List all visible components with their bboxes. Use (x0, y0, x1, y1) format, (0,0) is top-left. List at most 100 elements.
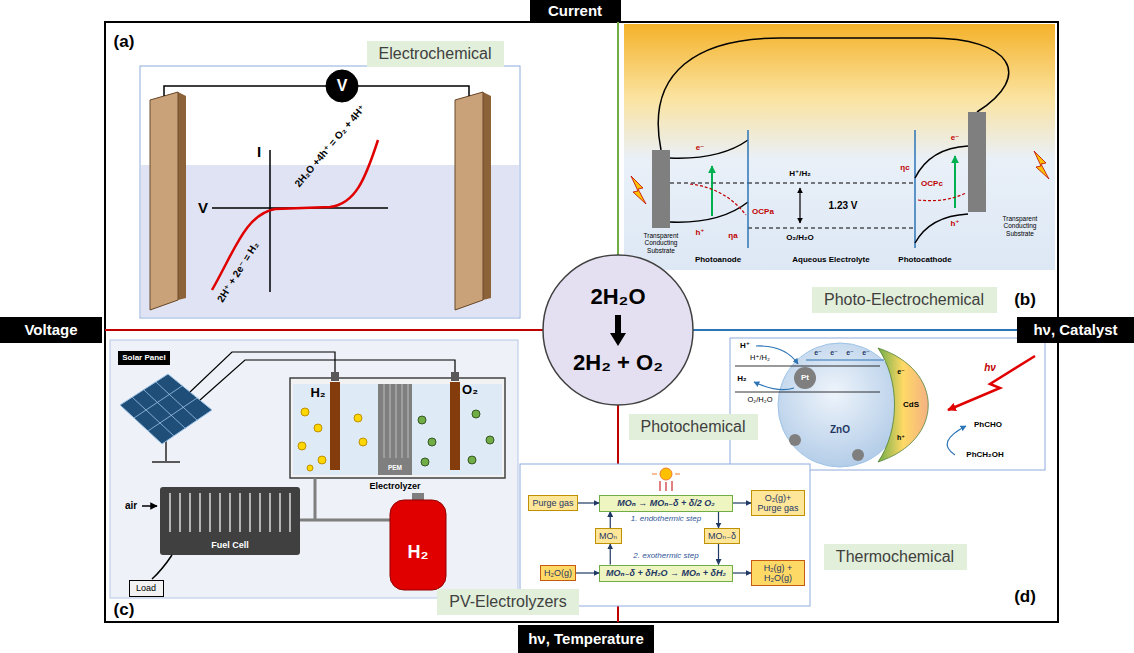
photocatalyst-part (794, 367, 816, 389)
electrochemical-cell-part (455, 92, 491, 310)
oxygen-bubbles (418, 410, 494, 466)
band-diagram-part (748, 130, 915, 248)
electrolyte-label: Aqueous Electrolyte (792, 255, 869, 264)
cocatalyst-label: Pt (801, 373, 809, 382)
meter-outline (326, 70, 358, 102)
method-label: Electrochemical (367, 41, 504, 67)
thermochemical-cycle (520, 464, 810, 606)
band-diagram-part (799, 188, 800, 223)
redox-level-label: O₂/H₂O (748, 396, 773, 405)
method-label: Photochemical (629, 414, 758, 440)
overpotential-label: ηc (900, 163, 909, 172)
pv-electrolyzer-system-part (290, 378, 505, 478)
figure-frame (105, 22, 1058, 622)
node-text: V (337, 77, 348, 95)
flow-arrow (733, 502, 751, 503)
pv-electrolyzer-system-part (142, 505, 157, 507)
pv-electrolyzer-system-part (331, 372, 339, 381)
pv-electrolyzer-system-part (451, 372, 459, 381)
hydrogen-bubbles-part (298, 442, 306, 450)
node-text: Photochemical (641, 418, 746, 436)
axis-tag: hν, Temperature (518, 625, 654, 653)
carrier-label: e⁻ (862, 349, 870, 357)
inlet-label: air (125, 500, 137, 512)
photocatalyst-part (948, 356, 1035, 410)
flow-arrow (718, 512, 719, 529)
electrode-label: Photocathode (898, 255, 951, 264)
band-diagram-part (670, 140, 748, 222)
electrochemical-cell-part (150, 92, 178, 310)
band-diagram-part (954, 156, 956, 208)
panel-letter: (b) (1014, 290, 1036, 310)
flow-arrow (733, 572, 751, 573)
thermochemical-cycle-part (520, 464, 810, 606)
pv-electrolyzer-system (110, 340, 518, 598)
electrode-label: Photoanode (695, 255, 741, 264)
figure-frame-part (617, 22, 619, 256)
step-label: 1. endothermic step (631, 514, 701, 523)
gas-box: Purge gas (528, 495, 578, 511)
light-label: hν (984, 362, 996, 374)
band-diagram-part (624, 24, 1055, 270)
gas-label: H₂ (310, 386, 325, 401)
overpotential-label: ηa (728, 231, 737, 240)
material-label: ZnO (830, 424, 850, 436)
voltmeter: V (325, 69, 359, 103)
panel-letter: (a) (114, 32, 135, 52)
substrate-label: Transparent Conducting Substrate (995, 215, 1045, 237)
node-text: Purge gas (532, 498, 574, 508)
gas-box: H₂(g) + H₂O(g) (751, 560, 805, 586)
flow-arrow (718, 544, 719, 565)
hydrogen-bubbles-part (354, 414, 362, 422)
method-label: Thermochemical (824, 544, 967, 570)
node-text: Electrochemical (379, 45, 492, 63)
node-text: Current (548, 1, 603, 21)
electrochemical-cell (140, 66, 520, 318)
photocatalyst-part (852, 449, 864, 461)
species-label: H⁺ (740, 341, 750, 350)
band-diagram-part (658, 38, 1008, 150)
hydrogen-bubbles-part (301, 408, 309, 416)
device-label: Fuel Cell (211, 540, 249, 550)
band-diagram (624, 24, 1055, 270)
reaction-circle: 2H₂O2H₂ + O₂ (542, 254, 694, 406)
figure-frame-part (692, 329, 1058, 331)
pv-electrolyzer-system-part (110, 340, 518, 598)
band-diagram-part (711, 166, 713, 216)
tank-label: H₂ (408, 542, 429, 563)
photocatalyst (730, 338, 1045, 470)
hydrogen-bubbles-part (359, 438, 367, 446)
node-text: PV-Electrolyzers (449, 593, 567, 611)
photocatalyst-part (806, 359, 884, 360)
species-label: H₂ (737, 374, 746, 383)
photocatalyst-part (754, 382, 794, 390)
hydrogen-bubbles (298, 408, 367, 471)
potential-label: OCPc (921, 179, 943, 188)
axis-tag: Current (530, 0, 621, 22)
carrier-label: e⁻ (951, 133, 960, 142)
panel-letter: (c) (114, 600, 135, 620)
carrier-label: h⁺ (950, 219, 959, 228)
voltage-label: 1.23 V (829, 200, 858, 212)
carrier-label: h⁺ (695, 228, 704, 237)
gas-box: H₂O(g) (540, 565, 576, 581)
oxygen-bubbles-part (428, 438, 436, 446)
band-diagram-part (670, 183, 915, 228)
electrochemical-cell-part (455, 92, 483, 310)
carrier-label: e⁻ (830, 349, 838, 357)
oxygen-bubbles-part (472, 410, 480, 418)
carrier-label: e⁻ (696, 143, 705, 152)
device-tag: Solar Panel (118, 351, 170, 365)
node-text: Load (136, 583, 157, 594)
species-label: PhCHO (974, 420, 1002, 429)
photocatalyst-part (789, 434, 801, 446)
band-diagram-part (631, 176, 646, 204)
pv-electrolyzer-system-part (160, 487, 300, 555)
node-text: H₂(g) + H₂O(g) (755, 563, 801, 583)
figure-frame-part (105, 22, 1058, 622)
band-diagram-part (915, 146, 968, 243)
electrochemical-cell-part (140, 66, 520, 318)
load-box: Load (129, 580, 164, 597)
panel-letter: (d) (1014, 587, 1036, 607)
pv-electrolyzer-system-part (378, 384, 412, 475)
